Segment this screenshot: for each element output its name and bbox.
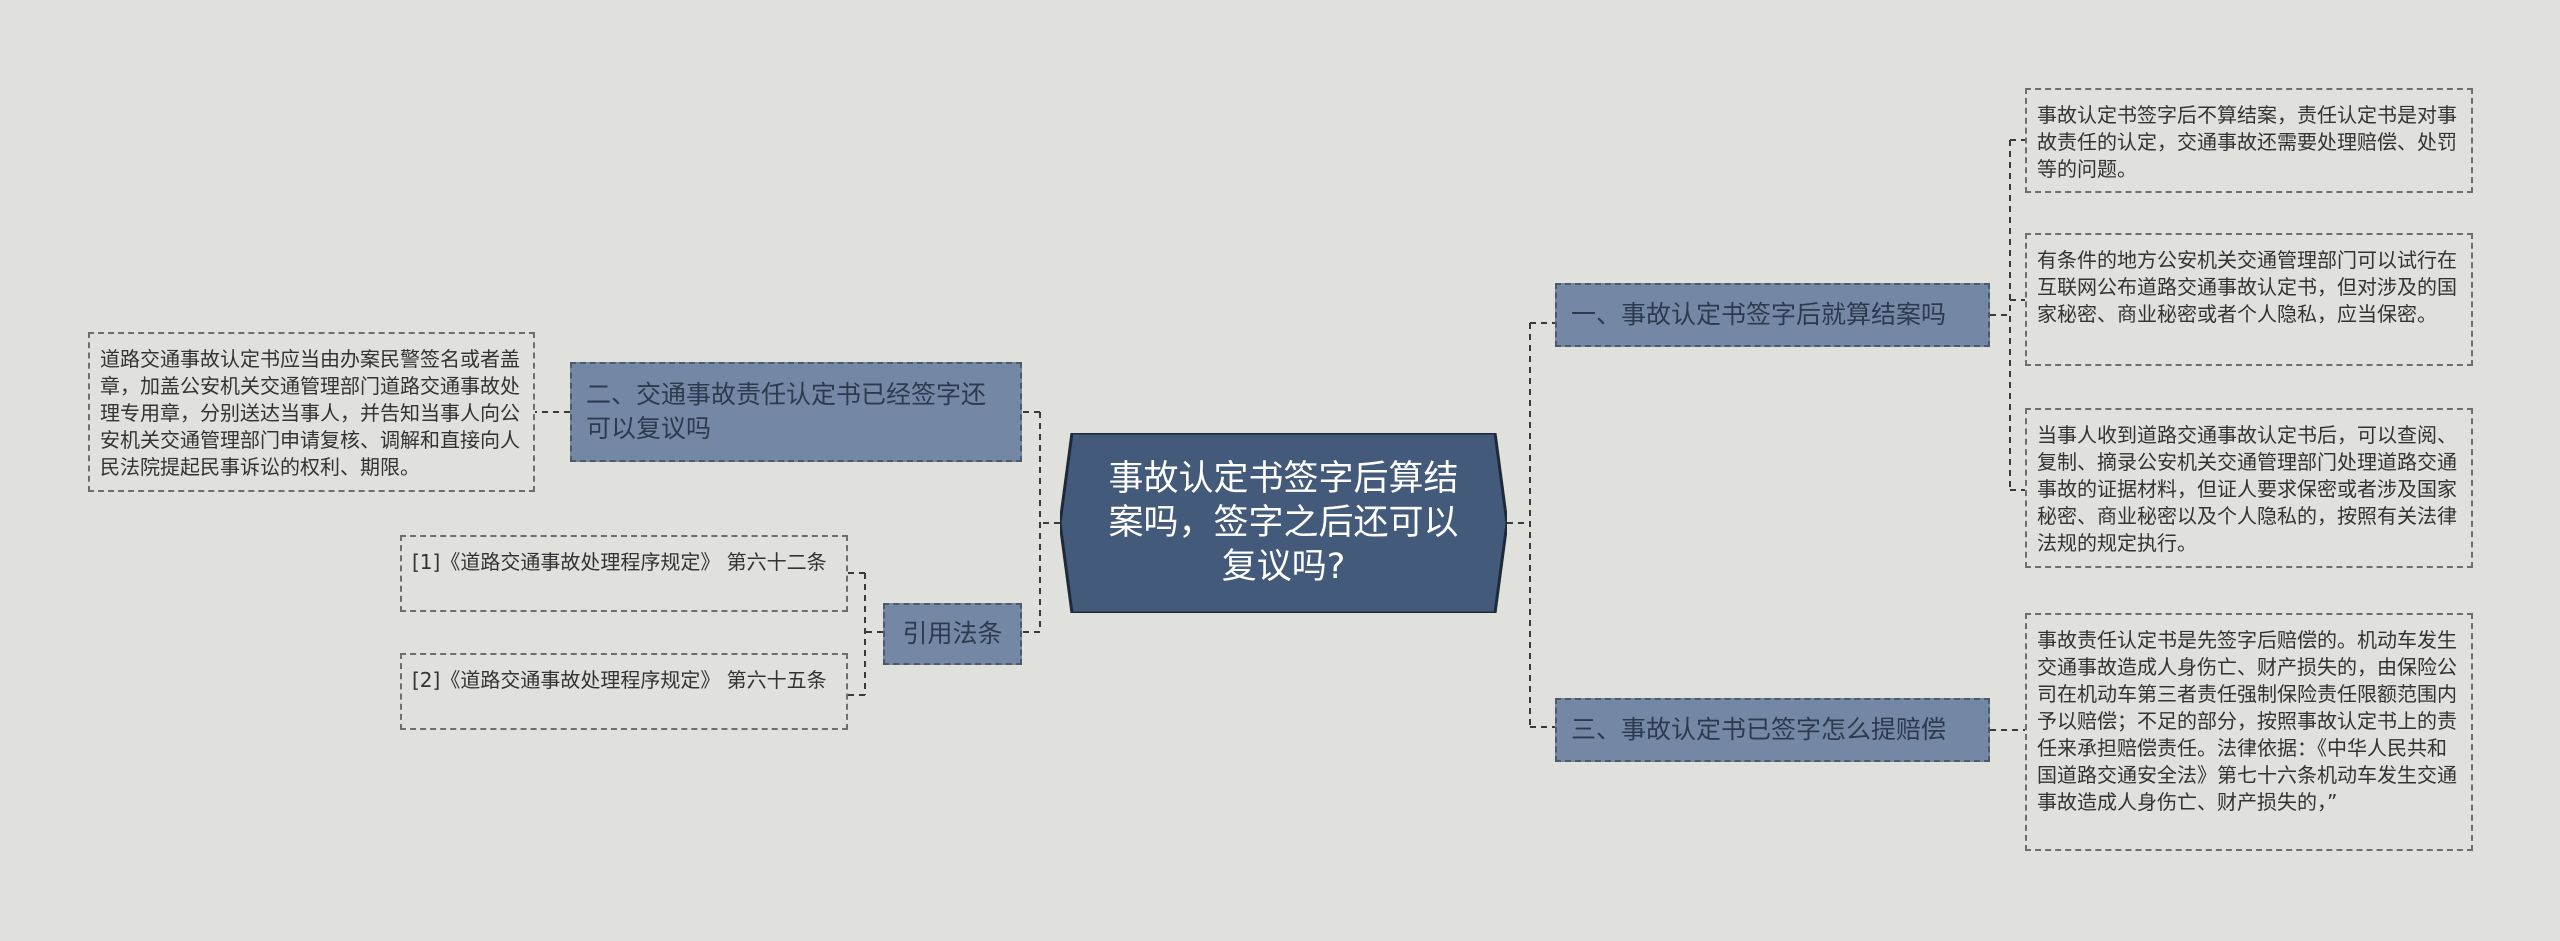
branch-r1[interactable]: 一、事故认定书签字后就算结案吗 [1555, 283, 1990, 347]
branch-l2[interactable]: 二、交通事故责任认定书已经签字还可以复议吗 [570, 362, 1022, 462]
leaf-r1-c: 当事人收到道路交通事故认定书后，可以查阅、复制、摘录公安机关交通管理部门处理道路… [2025, 408, 2473, 568]
leaf-ref-b: [2]《道路交通事故处理程序规定》 第六十五条 [400, 653, 848, 730]
central-topic[interactable]: 事故认定书签字后算结案吗，签字之后还可以复议吗? [1060, 433, 1507, 613]
connector-center-left [1022, 411, 1060, 633]
leaf-r1-a: 事故认定书签字后不算结案，责任认定书是对事故责任的认定，交通事故还需要处理赔偿、… [2025, 88, 2473, 193]
central-topic-shape [1060, 433, 1507, 613]
branch-ref-label: 引用法条 [902, 619, 1003, 648]
leaf-r3-a: 事故责任认定书是先签字后赔偿的。机动车发生交通事故造成人身伤亡、财产损失的，由保… [2025, 613, 2473, 851]
branch-r1-label: 一、事故认定书签字后就算结案吗 [1571, 300, 1947, 329]
connector-center-right [1507, 322, 1555, 728]
central-topic-label: 事故认定书签字后算结案吗，签字之后还可以复议吗? [1108, 459, 1459, 587]
branch-r3[interactable]: 三、事故认定书已签字怎么提赔偿 [1555, 698, 1990, 762]
branch-l2-label: 二、交通事故责任认定书已经签字还可以复议吗 [586, 380, 987, 443]
leaf-l2-a: 道路交通事故认定书应当由办案民警签名或者盖章，加盖公安机关交通管理部门道路交通事… [88, 332, 535, 492]
branch-ref[interactable]: 引用法条 [883, 603, 1022, 665]
connector-r1-leaves [1990, 139, 2025, 491]
branch-r3-label: 三、事故认定书已签字怎么提赔偿 [1571, 715, 1947, 744]
leaf-ref-a: [1]《道路交通事故处理程序规定》 第六十二条 [400, 535, 848, 612]
leaf-r1-b: 有条件的地方公安机关交通管理部门可以试行在互联网公布道路交通事故认定书，但对涉及… [2025, 233, 2473, 366]
connector-ref-leaves [848, 572, 883, 696]
